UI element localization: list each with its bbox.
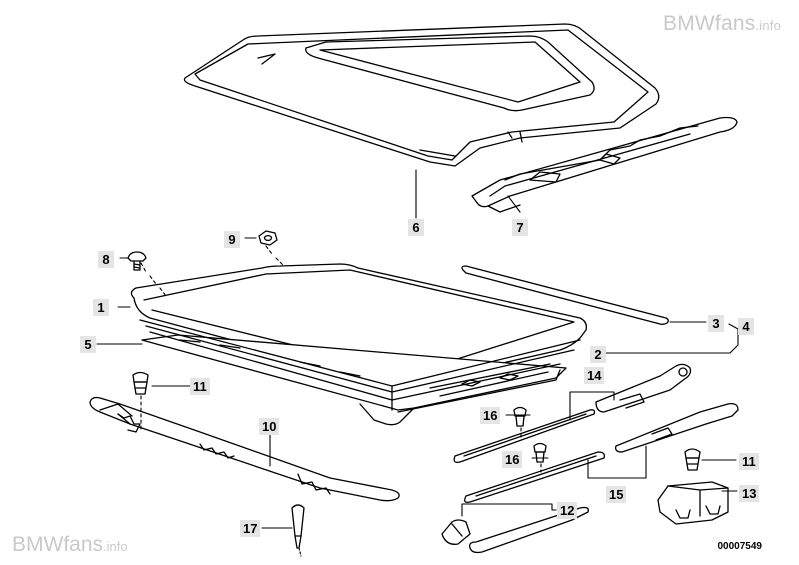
part-11-pin-left[interactable]: [132, 371, 149, 395]
callout-17: 17: [240, 520, 261, 537]
watermark-brand: BMWfans: [12, 533, 104, 556]
part-15-strip[interactable]: [464, 451, 606, 504]
callout-1: 1: [93, 299, 109, 316]
part-15-lever[interactable]: [614, 402, 739, 453]
callout-16-lower: 16: [502, 451, 523, 468]
part-6-inner-panel[interactable]: [183, 23, 660, 167]
callout-16-upper: 16: [480, 407, 501, 424]
callout-3: 3: [708, 315, 724, 332]
callout-13: 13: [739, 485, 760, 502]
watermark-suffix: .info: [103, 539, 128, 554]
callout-11-right: 11: [739, 453, 759, 470]
callout-11-left: 11: [190, 378, 210, 395]
part-14-strip[interactable]: [453, 409, 596, 464]
part-16-screw-upper[interactable]: [513, 406, 527, 427]
part-16-screw-lower[interactable]: [533, 442, 547, 463]
callout-8: 8: [98, 251, 114, 268]
part-11-pin-right[interactable]: [684, 448, 701, 471]
callout-6: 6: [408, 219, 424, 236]
callout-12: 12: [557, 502, 578, 519]
part-13-bracket[interactable]: [657, 481, 729, 525]
callout-14: 14: [584, 367, 605, 384]
watermark-top: BMWfans.info: [663, 12, 781, 36]
callout-5: 5: [80, 336, 96, 353]
part-7-guide-rail[interactable]: [471, 116, 738, 213]
callout-15: 15: [606, 486, 627, 503]
callout-7: 7: [512, 219, 528, 236]
part-5-frame[interactable]: [139, 319, 581, 426]
watermark-suffix: .info: [755, 18, 781, 33]
watermark-bottom: BMWfans.info: [12, 533, 128, 557]
callout-4: 4: [738, 318, 754, 335]
callout-9: 9: [224, 231, 240, 248]
part-9-nut[interactable]: [258, 230, 278, 246]
part-14-lever[interactable]: [595, 363, 692, 413]
part-17-pin[interactable]: [291, 504, 305, 549]
callout-10: 10: [259, 418, 280, 435]
part-8-screw[interactable]: [127, 251, 147, 271]
callout-2: 2: [590, 346, 606, 363]
part-10-cross-member[interactable]: [89, 396, 400, 502]
watermark-brand: BMWfans: [663, 12, 756, 35]
document-number: 00007549: [717, 541, 763, 552]
part-3-seal[interactable]: [461, 265, 669, 325]
leader-lines: [96, 169, 739, 557]
